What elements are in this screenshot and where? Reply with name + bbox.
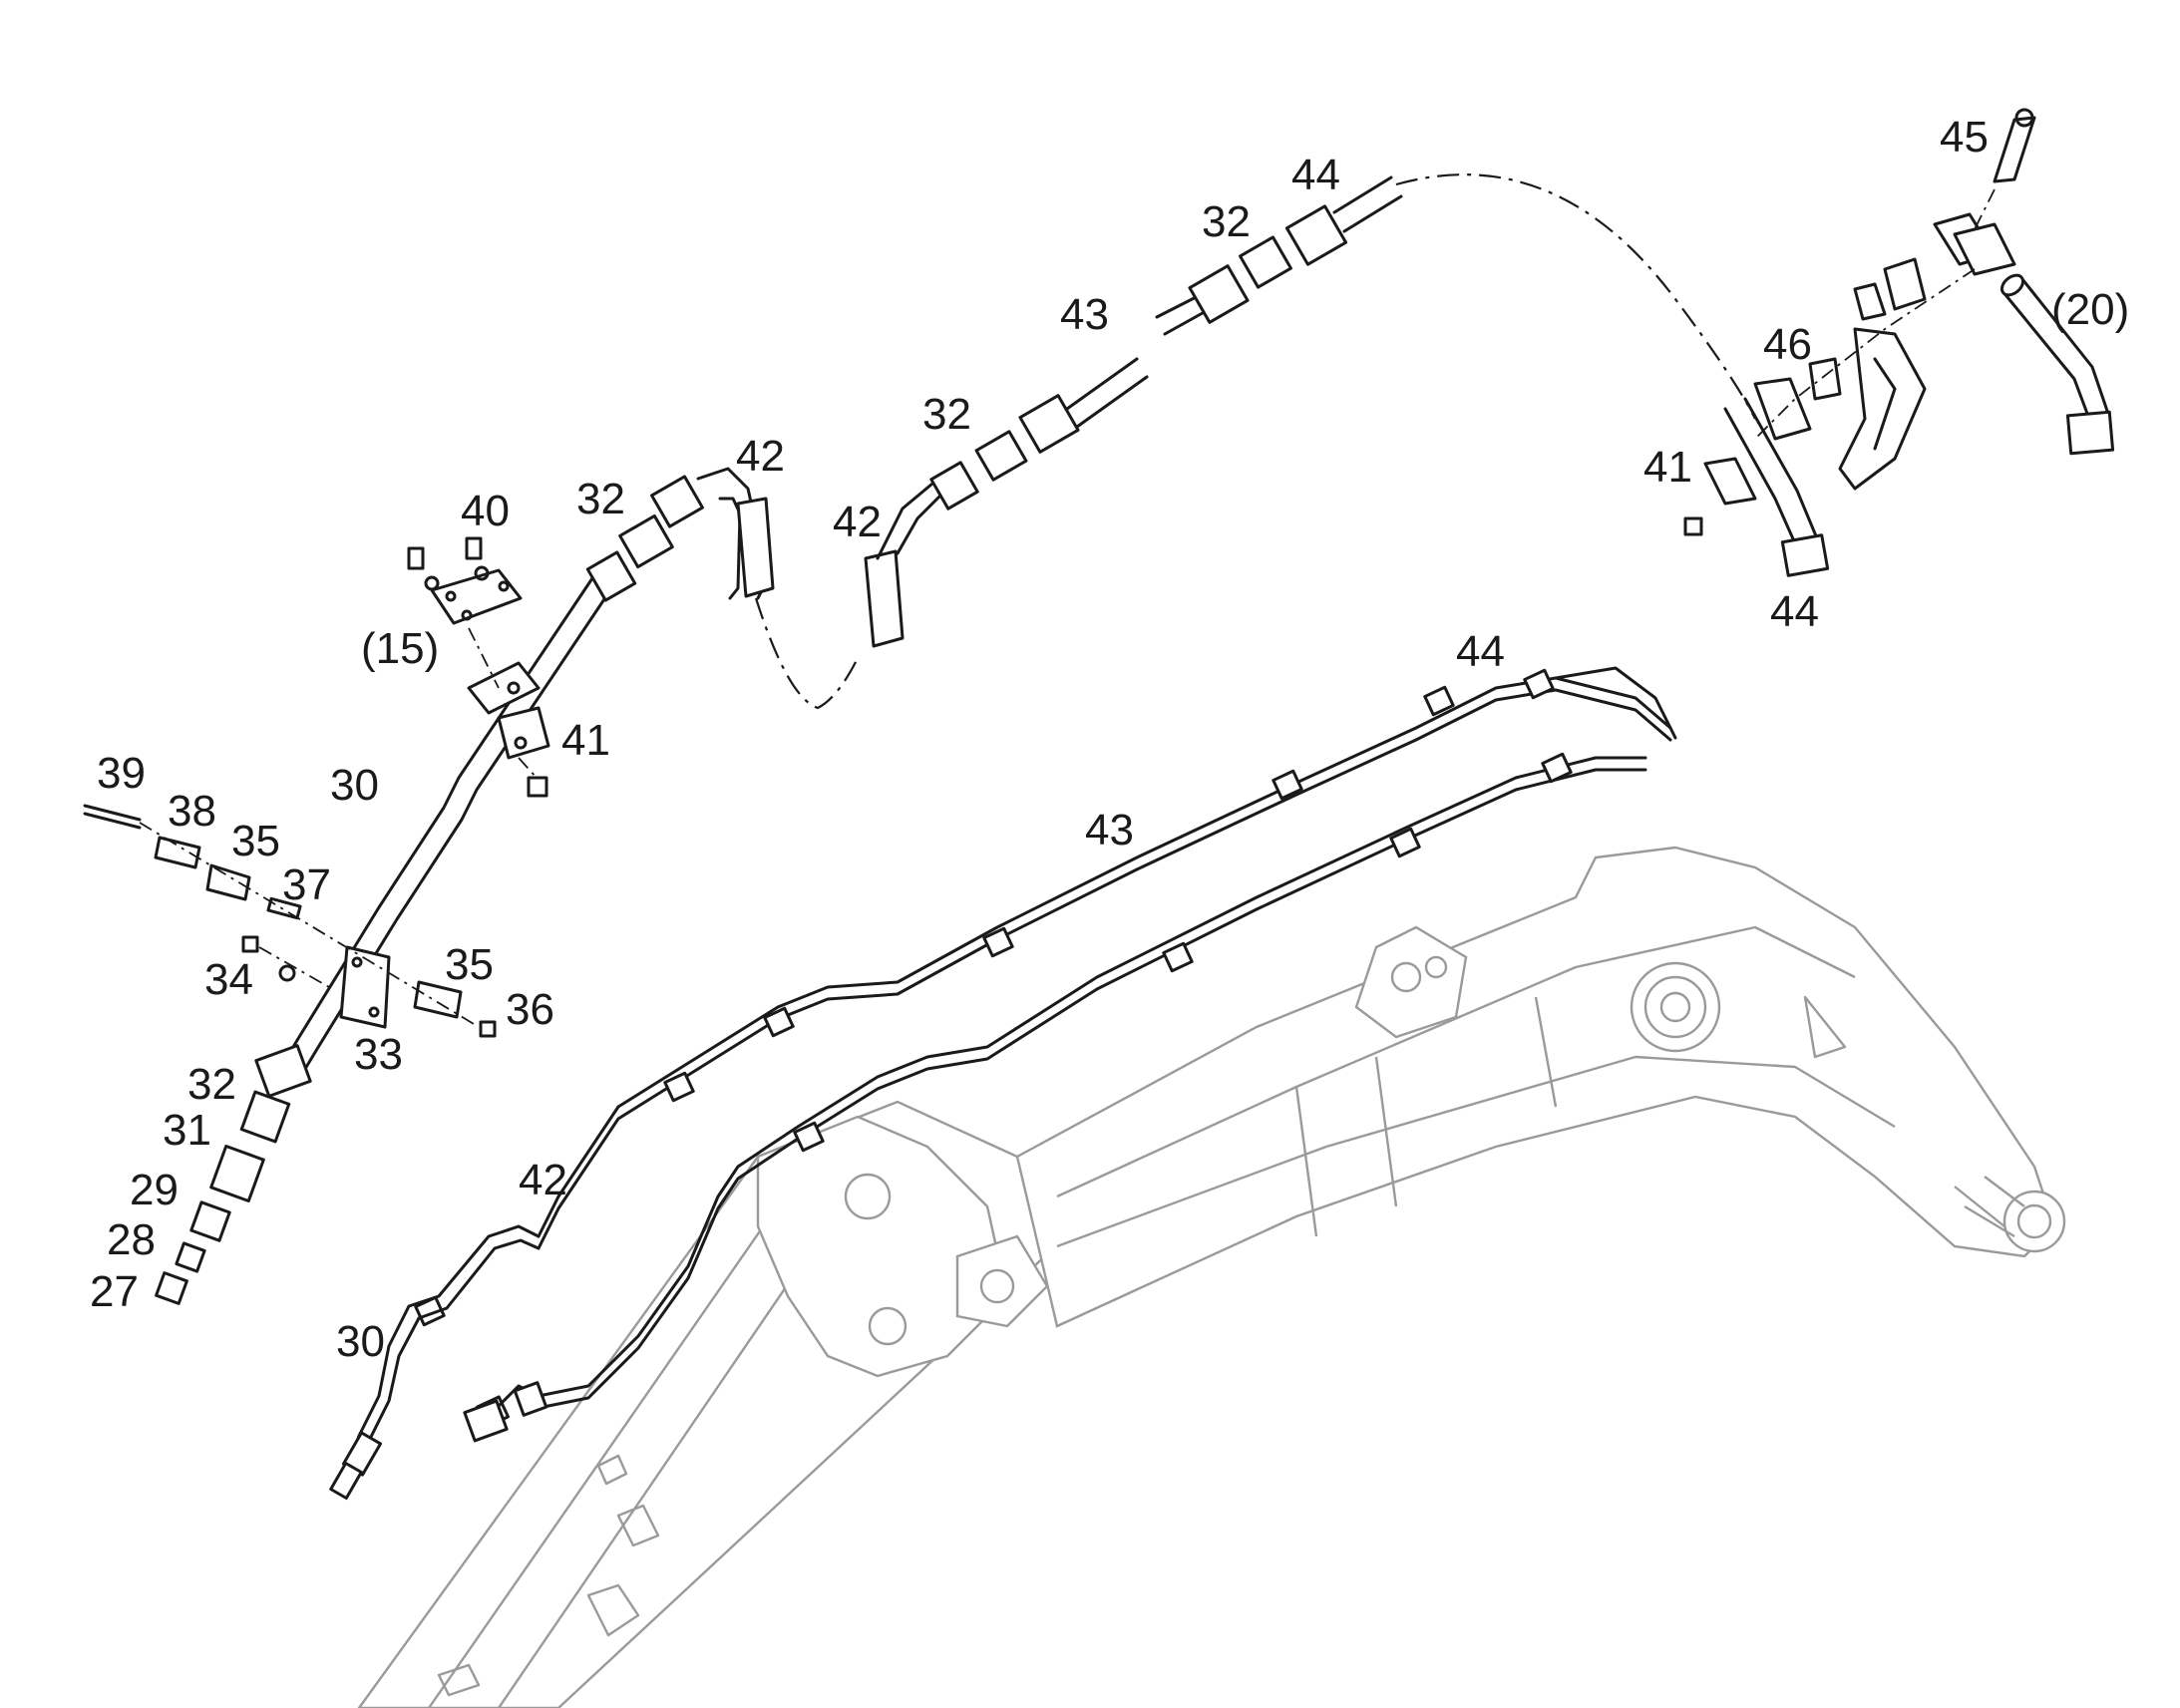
part-labels: 45 44 32 (20) 43 46 32 42 41 32 40 42 44…: [90, 113, 2129, 1366]
label-39: 39: [97, 749, 146, 798]
excavator-boom: [357, 846, 2066, 1708]
label-42-mid: 42: [833, 498, 882, 546]
exploded-tube-30-group: [83, 536, 637, 1305]
label-42-top: 42: [736, 432, 785, 481]
label-44-top: 44: [1291, 151, 1340, 199]
label-29: 29: [130, 1166, 179, 1214]
label-37: 37: [282, 860, 331, 909]
label-36: 36: [506, 985, 554, 1034]
line-clips: [414, 668, 1573, 1429]
label-31: 31: [163, 1106, 211, 1155]
label-33: 33: [354, 1030, 403, 1079]
label-45: 45: [1940, 113, 1989, 162]
label-42-route: 42: [519, 1156, 567, 1204]
label-40: 40: [461, 487, 510, 535]
label-30-route: 30: [336, 1317, 385, 1366]
label-34: 34: [204, 955, 253, 1004]
label-35-left: 35: [231, 817, 280, 865]
exploded-hose-42-43-44: [618, 173, 1756, 710]
assembled-hose-routing: [329, 666, 1677, 1500]
label-32-top: 32: [1202, 197, 1251, 246]
exploded-right-group: [1683, 108, 2115, 577]
label-15: (15): [361, 624, 439, 673]
label-41-right: 41: [1643, 443, 1692, 492]
label-38: 38: [168, 787, 216, 836]
label-27: 27: [90, 1267, 139, 1316]
label-30-top: 30: [330, 761, 379, 810]
label-20: (20): [2051, 285, 2129, 334]
label-43-top: 43: [1060, 290, 1109, 339]
label-44-route: 44: [1456, 627, 1505, 676]
label-44-right: 44: [1770, 587, 1819, 636]
label-28: 28: [107, 1215, 156, 1264]
label-32-mid: 32: [922, 390, 971, 439]
label-32-bottom: 32: [187, 1060, 236, 1109]
label-41-left: 41: [561, 716, 610, 765]
label-43-route: 43: [1085, 806, 1134, 854]
label-46: 46: [1763, 320, 1812, 369]
label-32-left: 32: [576, 475, 625, 523]
label-35-right: 35: [445, 940, 494, 989]
